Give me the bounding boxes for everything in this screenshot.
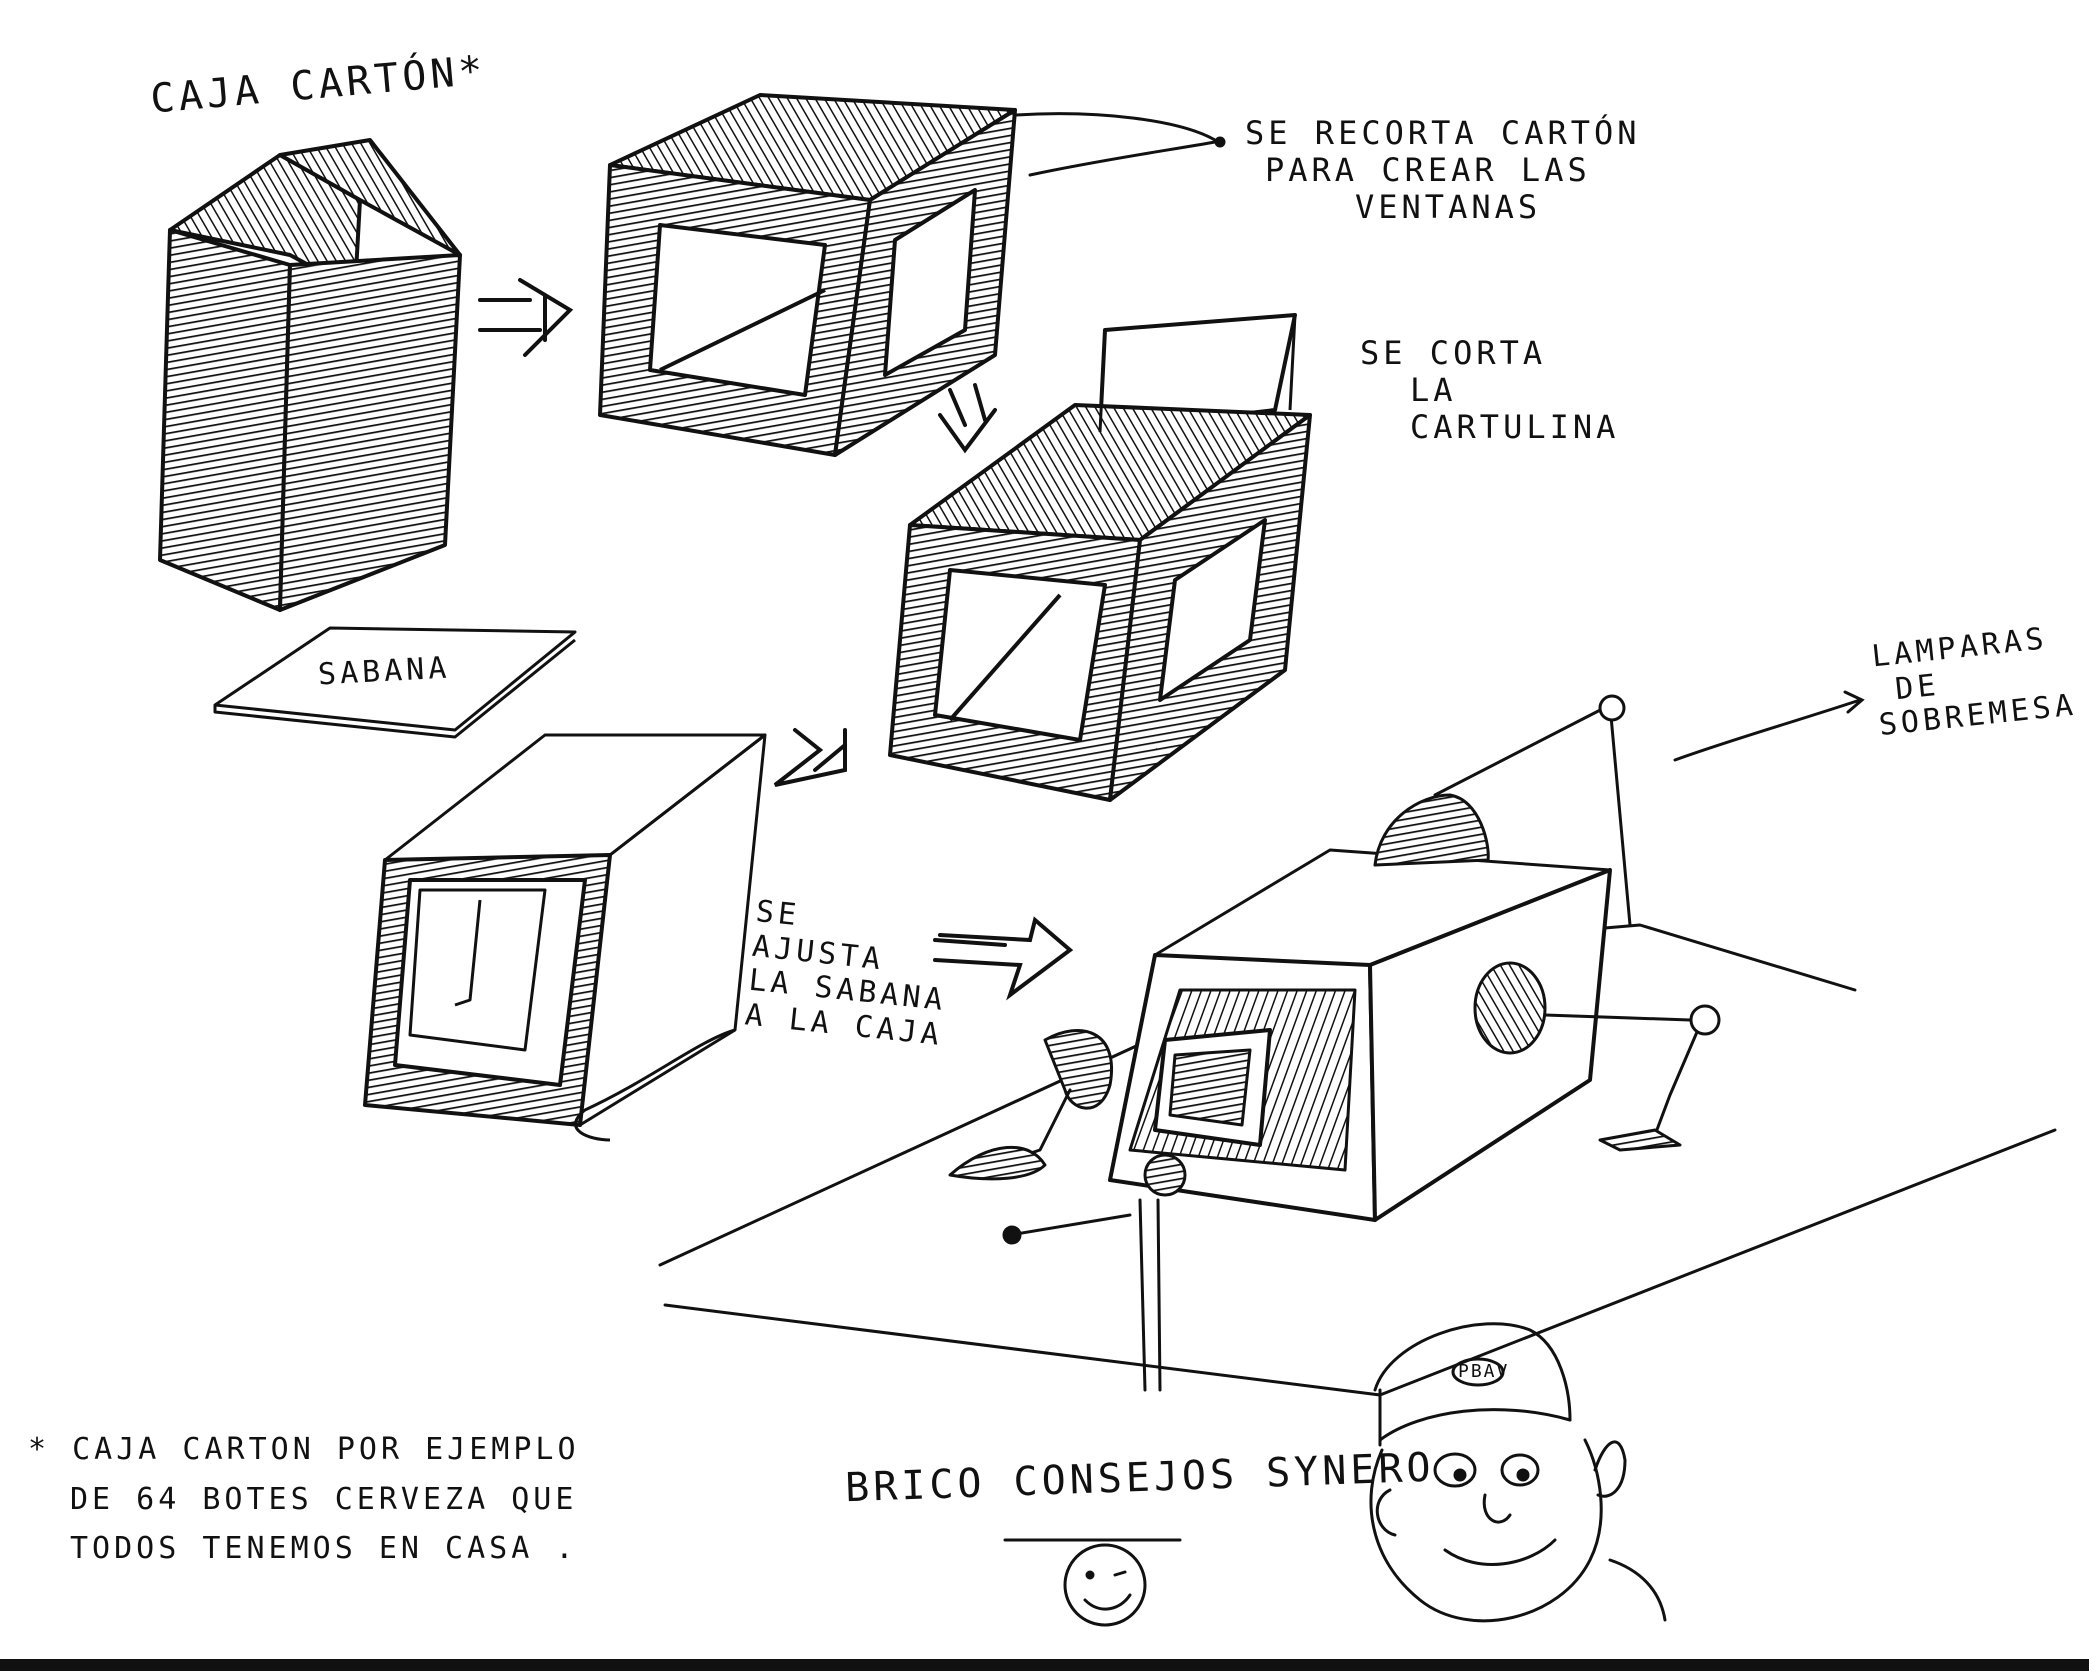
footnote-line-3: TODOS TENEMOS EN CASA . [70, 1531, 578, 1566]
arrow-right-2-icon [935, 920, 1070, 995]
lamparas-note: LAMPARAS DE SOBREMESA [1870, 620, 2078, 744]
cap-text: PBAV [1458, 1361, 1510, 1382]
recorta-line-1: SE RECORTA CARTÓN [1245, 114, 1641, 152]
footnote-line-2: DE 64 BOTES CERVEZA QUE [70, 1481, 578, 1517]
corta-line-1: SE CORTA [1360, 334, 1547, 372]
arrow-right-icon [480, 280, 570, 355]
bottom-edge-bar [0, 1659, 2089, 1671]
footnote-line-1: * CAJA CARTON POR EJEMPLO [28, 1432, 580, 1467]
recorta-note: SE RECORTA CARTÓN PARA CREAR LAS VENTANA… [1245, 115, 1641, 225]
footnote: * CAJA CARTON POR EJEMPLO DE 64 BOTES CE… [28, 1425, 580, 1574]
lamparas-arrow-icon [1675, 692, 1862, 760]
final-setup-sketch [660, 696, 2055, 1395]
closed-box-sketch [160, 140, 460, 610]
sabana-label: SABANA [317, 650, 452, 693]
covered-box-sketch [365, 735, 765, 1140]
corta-line-2: LA [1410, 370, 1457, 409]
recorta-line-2: PARA CREAR LAS [1265, 150, 1591, 189]
sabana-text: SABANA [317, 650, 452, 693]
cartulina-box-sketch [890, 315, 1310, 800]
smiley-icon [1005, 1540, 1180, 1625]
arrow-left-icon [775, 730, 845, 785]
cut-box-sketch [600, 95, 1015, 455]
sabana-sheet-sketch [215, 628, 575, 737]
corta-line-3: CARTULINA [1410, 407, 1620, 446]
ajusta-note: SE AJUSTA LA SABANA A LA CAJA [743, 894, 955, 1053]
arrow-down-icon [940, 385, 995, 450]
corta-note: SE CORTA LA CARTULINA [1360, 335, 1619, 445]
recorta-line-3: VENTANAS [1355, 187, 1542, 226]
caricature-portrait [1371, 1324, 1665, 1621]
asterisk-mark: * [456, 47, 489, 96]
leader-lines [1015, 114, 1224, 175]
